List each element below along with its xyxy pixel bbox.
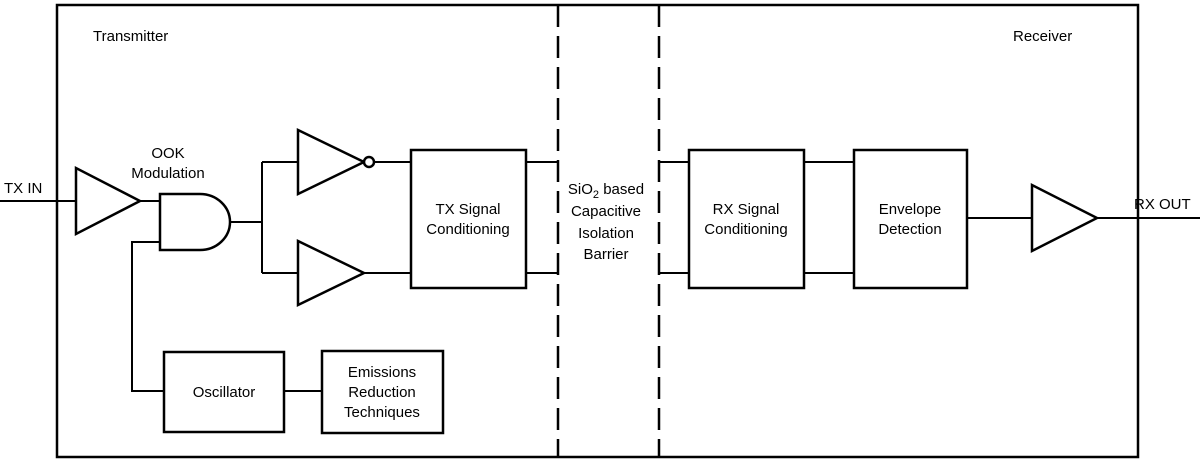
barrier-label-line2: Capacitive xyxy=(571,203,641,220)
and-gate xyxy=(158,192,232,252)
tx-block-line2: Conditioning xyxy=(426,221,509,238)
transmitter-label: Transmitter xyxy=(93,28,168,45)
receiver-label: Receiver xyxy=(1013,28,1072,45)
inverting-buffer-triangle xyxy=(296,128,367,196)
barrier-label-line4: Barrier xyxy=(583,246,628,263)
output-buffer-triangle xyxy=(1030,182,1100,254)
tx-in-label: TX IN xyxy=(4,180,42,197)
envelope-block-line1: Envelope xyxy=(879,201,942,218)
tx-signal-conditioning-block xyxy=(409,148,528,290)
rx-signal-conditioning-block xyxy=(687,148,806,290)
input-buffer-triangle xyxy=(74,165,143,237)
noninverting-buffer-triangle xyxy=(296,239,367,307)
emissions-line1: Emissions xyxy=(348,364,416,381)
envelope-detection-block xyxy=(852,148,969,290)
oscillator-label: Oscillator xyxy=(193,384,256,401)
oscillator-feed-wire xyxy=(131,241,164,392)
emissions-line2: Reduction xyxy=(348,384,416,401)
modulation-label: Modulation xyxy=(131,165,204,182)
rx-block-line2: Conditioning xyxy=(704,221,787,238)
rx-block-line1: RX Signal xyxy=(713,201,780,218)
emissions-line3: Techniques xyxy=(344,404,420,421)
envelope-block-line2: Detection xyxy=(878,221,941,238)
outer-frame xyxy=(55,3,1140,459)
rx-out-label: RX OUT xyxy=(1134,196,1191,213)
barrier-label-line1: SiO2 based xyxy=(568,181,644,201)
emissions-reduction-block xyxy=(320,349,445,435)
inverter-bubble xyxy=(362,155,376,169)
tx-block-line1: TX Signal xyxy=(435,201,500,218)
barrier-label-line3: Isolation xyxy=(578,225,634,242)
ook-label: OOK xyxy=(151,145,184,162)
